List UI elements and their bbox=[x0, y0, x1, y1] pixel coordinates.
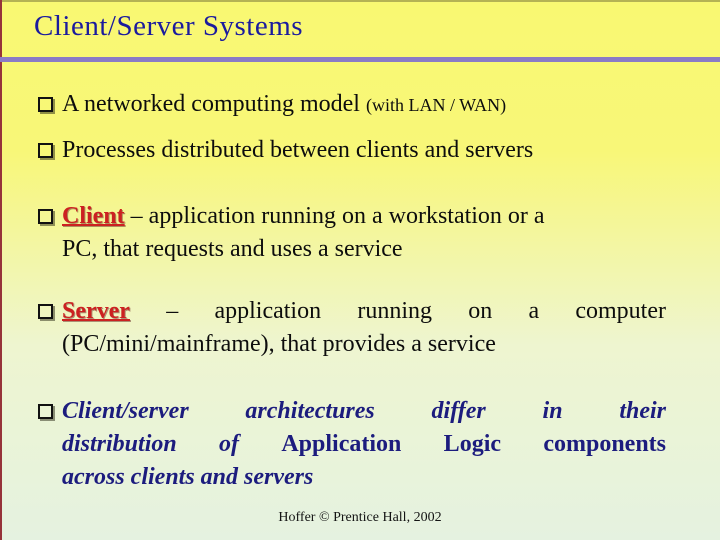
bullet-line: Server – application running on a comput… bbox=[62, 295, 666, 328]
bullet-line-text: across clients and servers bbox=[62, 464, 314, 490]
server-keyword: Server bbox=[62, 298, 130, 324]
bullet-main-text: A networked computing model bbox=[62, 91, 366, 117]
bullet-line: across clients and servers bbox=[62, 461, 666, 494]
square-bullet-icon bbox=[38, 97, 53, 112]
bullet-line: Client – application running on a workst… bbox=[62, 200, 666, 233]
bullet-item-networked-model: A networked computing model (with LAN / … bbox=[36, 88, 684, 122]
footer-credit: Hoffer © Prentice Hall, 2002 bbox=[278, 510, 442, 525]
bullet-line-text: Client/server architectures differ in th… bbox=[62, 398, 666, 424]
bullet-item-client-definition: Client – application running on a workst… bbox=[36, 200, 684, 266]
bullet-line: (PC/mini/mainframe), that provides a ser… bbox=[62, 328, 666, 361]
slide-title: Client/Server Systems bbox=[34, 10, 304, 42]
bullet-line-text: PC, that requests and uses a service bbox=[62, 236, 403, 262]
square-bullet-icon bbox=[38, 209, 53, 224]
bullet-text: A networked computing model (with LAN / … bbox=[62, 88, 666, 122]
bullet-text: Client – application running on a workst… bbox=[62, 200, 666, 266]
square-bullet-icon bbox=[38, 143, 53, 158]
application-logic-text: Application Logic components bbox=[281, 431, 666, 457]
bullet-line-text: – application running on a computer bbox=[129, 298, 666, 324]
bullet-item-architectures: Client/server architectures differ in th… bbox=[36, 395, 684, 494]
slide-body: A networked computing model (with LAN / … bbox=[36, 63, 684, 494]
square-bullet-icon bbox=[38, 304, 53, 319]
title-divider-rule bbox=[0, 57, 720, 62]
bullet-line-text: – application running on a workstation o… bbox=[124, 203, 545, 229]
top-border-line bbox=[0, 0, 720, 2]
bullet-line: distribution of Application Logic compon… bbox=[62, 428, 666, 461]
bullet-text: Client/server architectures differ in th… bbox=[62, 395, 666, 494]
client-keyword: Client bbox=[62, 203, 125, 229]
bullet-item-server-definition: Server – application running on a comput… bbox=[36, 295, 684, 361]
bullet-line-text: (PC/mini/mainframe), that provides a ser… bbox=[62, 331, 496, 357]
bullet-item-processes: Processes distributed between clients an… bbox=[36, 134, 684, 167]
left-border-line bbox=[0, 0, 2, 540]
bullet-line: Client/server architectures differ in th… bbox=[62, 395, 666, 428]
bullet-main-text: Processes distributed between clients an… bbox=[62, 137, 534, 163]
bullet-line: PC, that requests and uses a service bbox=[62, 233, 666, 266]
bullet-line-text-italic: distribution of bbox=[62, 431, 282, 457]
bullet-text: Server – application running on a comput… bbox=[62, 295, 666, 361]
bullet-note-text: (with LAN / WAN) bbox=[365, 95, 507, 115]
bullet-text: Processes distributed between clients an… bbox=[62, 134, 666, 167]
square-bullet-icon bbox=[38, 404, 53, 419]
